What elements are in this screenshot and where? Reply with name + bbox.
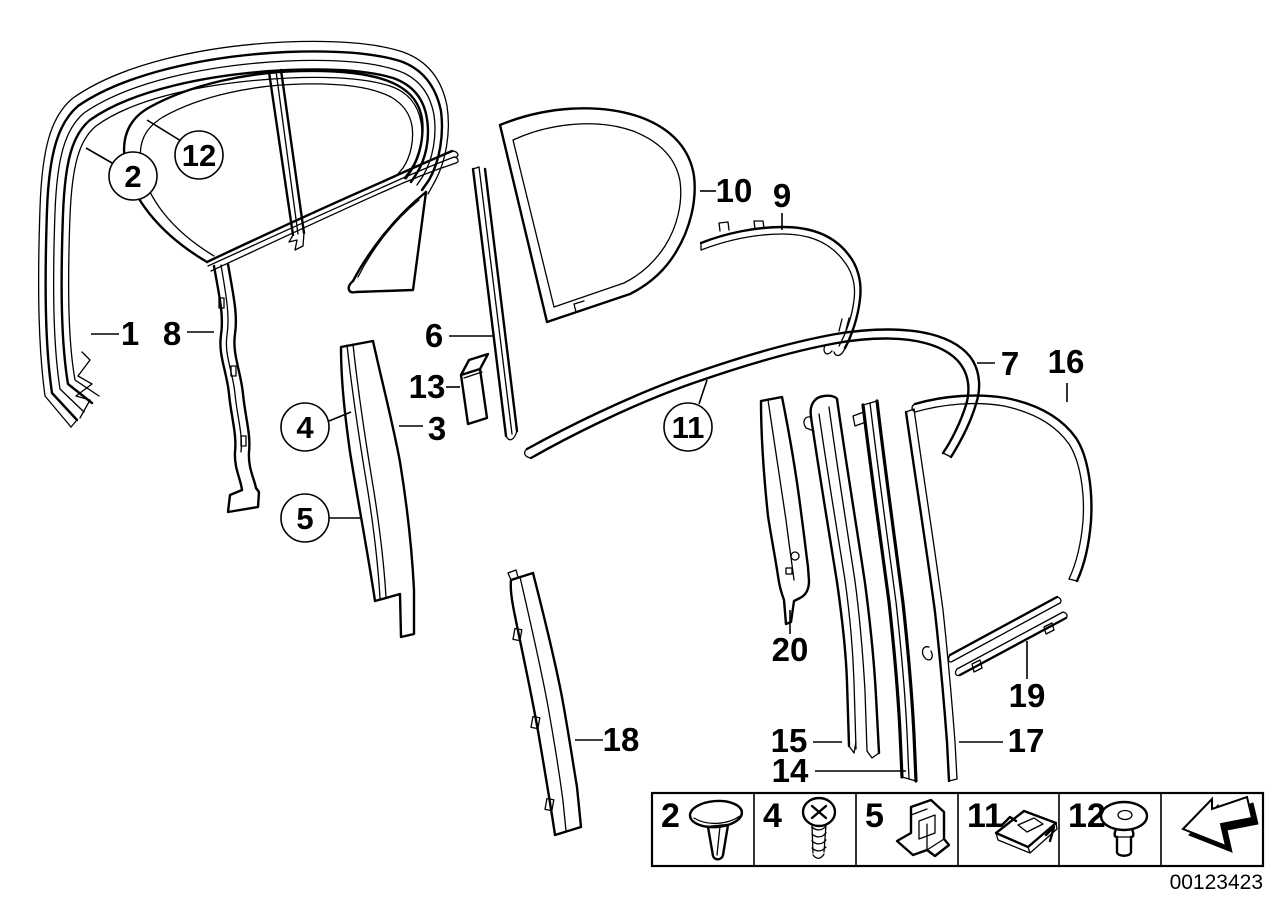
- callout-11-label[interactable]: 11: [672, 410, 705, 445]
- part-16-trim-arch: [911, 394, 1093, 583]
- callout-3[interactable]: 3: [399, 410, 446, 447]
- callout-10-label[interactable]: 10: [716, 172, 753, 209]
- legend-5-label[interactable]: 5: [865, 797, 884, 835]
- part-10-quarter-window-seal: [498, 107, 696, 324]
- part-17-cover-strip: [904, 408, 958, 783]
- callout-1-label[interactable]: 1: [121, 315, 139, 352]
- callout-7[interactable]: 7: [977, 345, 1019, 382]
- part-19-sill-channel: [947, 595, 1068, 677]
- mounting-bracket-icon: [994, 809, 1058, 854]
- legend-cell-11[interactable]: 11: [967, 797, 1058, 854]
- callout-19[interactable]: 19: [1009, 641, 1046, 714]
- fastener-legend: 2 4 5: [650, 791, 1265, 868]
- callout-10[interactable]: 10: [700, 172, 752, 209]
- part-7-11-roofline-trim: [524, 317, 981, 460]
- legend-4-label[interactable]: 4: [763, 797, 782, 835]
- part-15-guide-channel: [803, 394, 881, 759]
- expanding-rivet-icon: [1099, 800, 1149, 857]
- callout-20-label[interactable]: 20: [772, 631, 809, 668]
- callout-4-label[interactable]: 4: [296, 410, 314, 445]
- callout-8[interactable]: 8: [163, 315, 214, 352]
- callout-5-label[interactable]: 5: [296, 501, 313, 536]
- phillips-screw-icon: [801, 796, 837, 859]
- legend-cell-2[interactable]: 2: [661, 797, 744, 861]
- push-rivet-icon: [688, 799, 744, 861]
- callout-19-label[interactable]: 19: [1009, 677, 1046, 714]
- legend-2-label[interactable]: 2: [661, 797, 680, 835]
- callout-15[interactable]: 15: [771, 722, 842, 759]
- callout-17-label[interactable]: 17: [1008, 722, 1045, 759]
- callout-12-circled[interactable]: 12: [146, 119, 224, 180]
- callout-14[interactable]: 14: [772, 752, 906, 789]
- callout-6[interactable]: 6: [425, 317, 493, 354]
- callout-1[interactable]: 1: [91, 315, 139, 352]
- legend-cell-12[interactable]: 12: [1068, 797, 1149, 857]
- legend-cell-4[interactable]: 4: [763, 796, 837, 859]
- part-13-pad-block: [459, 352, 490, 426]
- callout-3-label[interactable]: 3: [428, 410, 446, 447]
- page-turn-arrow-icon[interactable]: [1181, 795, 1259, 853]
- callout-13-label[interactable]: 13: [409, 368, 446, 405]
- callout-5-circled[interactable]: 5: [280, 493, 361, 543]
- callout-16[interactable]: 16: [1048, 343, 1085, 402]
- callout-13[interactable]: 13: [409, 368, 460, 405]
- callout-17[interactable]: 17: [959, 722, 1044, 759]
- part-14-channel-seal: [852, 399, 918, 783]
- callout-12-label[interactable]: 12: [182, 138, 216, 173]
- legend-cell-5[interactable]: 5: [865, 797, 951, 858]
- callout-15-label[interactable]: 15: [771, 722, 808, 759]
- part-9-trim-arch: [699, 220, 862, 357]
- part-20-bracket-strip: [759, 395, 811, 626]
- part-3-pillar-trim: [339, 339, 416, 639]
- sheet-metal-clamp-icon: [895, 798, 951, 858]
- callout-20[interactable]: 20: [772, 610, 809, 668]
- callout-16-label[interactable]: 16: [1048, 343, 1085, 380]
- callout-11-circled[interactable]: 11: [663, 379, 713, 452]
- callout-18-label[interactable]: 18: [603, 721, 640, 758]
- callout-2-label[interactable]: 2: [124, 159, 141, 194]
- callout-8-label[interactable]: 8: [163, 315, 181, 352]
- part-12-window-frame-finisher: [122, 68, 459, 294]
- callout-2-circled[interactable]: 2: [85, 147, 158, 201]
- legend-12-label[interactable]: 12: [1068, 797, 1106, 835]
- callout-7-label[interactable]: 7: [1001, 345, 1019, 382]
- callout-9[interactable]: 9: [773, 177, 791, 230]
- legend-11-label[interactable]: 11: [967, 797, 1003, 835]
- callout-18[interactable]: 18: [575, 721, 639, 758]
- callout-4-circled[interactable]: 4: [280, 402, 352, 452]
- callout-14-label[interactable]: 14: [772, 752, 809, 789]
- part-8-front-edge-strip: [212, 262, 261, 514]
- callout-6-label[interactable]: 6: [425, 317, 443, 354]
- callout-9-label[interactable]: 9: [773, 177, 791, 214]
- part-1-door-frame-seal: [37, 40, 450, 428]
- drawing-number: 00123423: [1170, 871, 1263, 894]
- part-18-pillar-strip: [507, 569, 583, 837]
- part-2-door-frame-seal: [52, 59, 436, 419]
- part-6-guide-strip: [471, 166, 519, 441]
